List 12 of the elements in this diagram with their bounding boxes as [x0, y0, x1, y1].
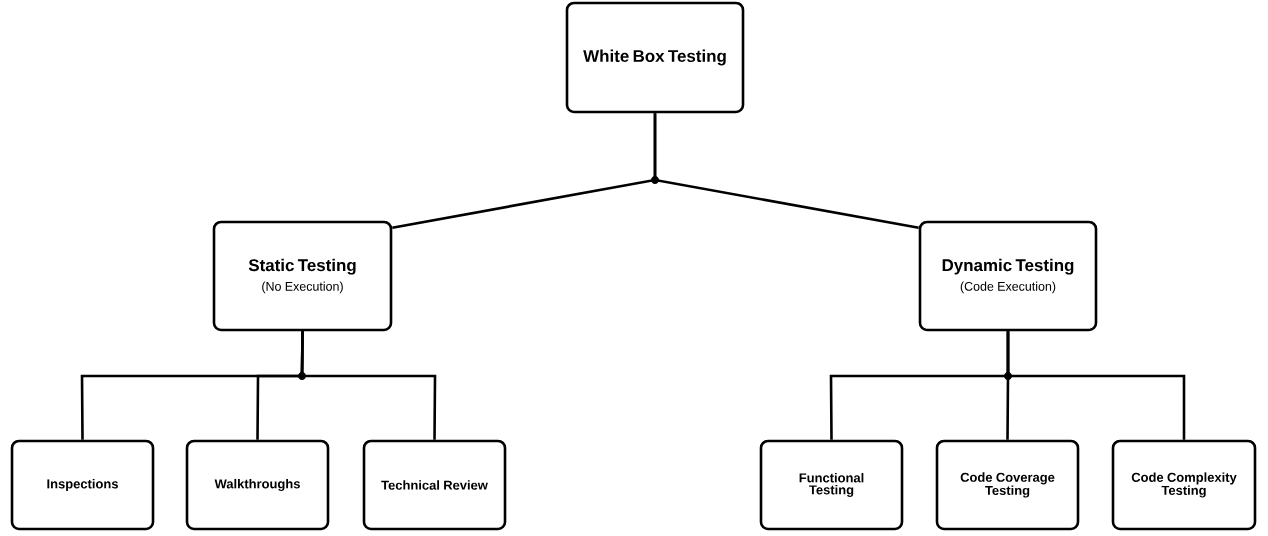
technique-box: Code Complexity Testing	[1111, 439, 1257, 531]
connector-line	[653, 113, 919, 229]
root-box: White Box Testing	[565, 1, 745, 114]
technique-box: Walkthroughs	[185, 439, 330, 531]
technique-box: Technical Review	[362, 439, 507, 531]
technique-box: Code Coverage Testing	[935, 439, 1080, 531]
category-box: Dynamic Testing (Code Execution)	[918, 220, 1098, 332]
technique-box: Functional Testing	[759, 439, 904, 531]
technique-box: Inspections	[10, 439, 155, 531]
connector-line	[300, 331, 437, 440]
category-box: Static Testing (No Execution)	[212, 220, 393, 332]
connector-line	[1006, 331, 1186, 440]
